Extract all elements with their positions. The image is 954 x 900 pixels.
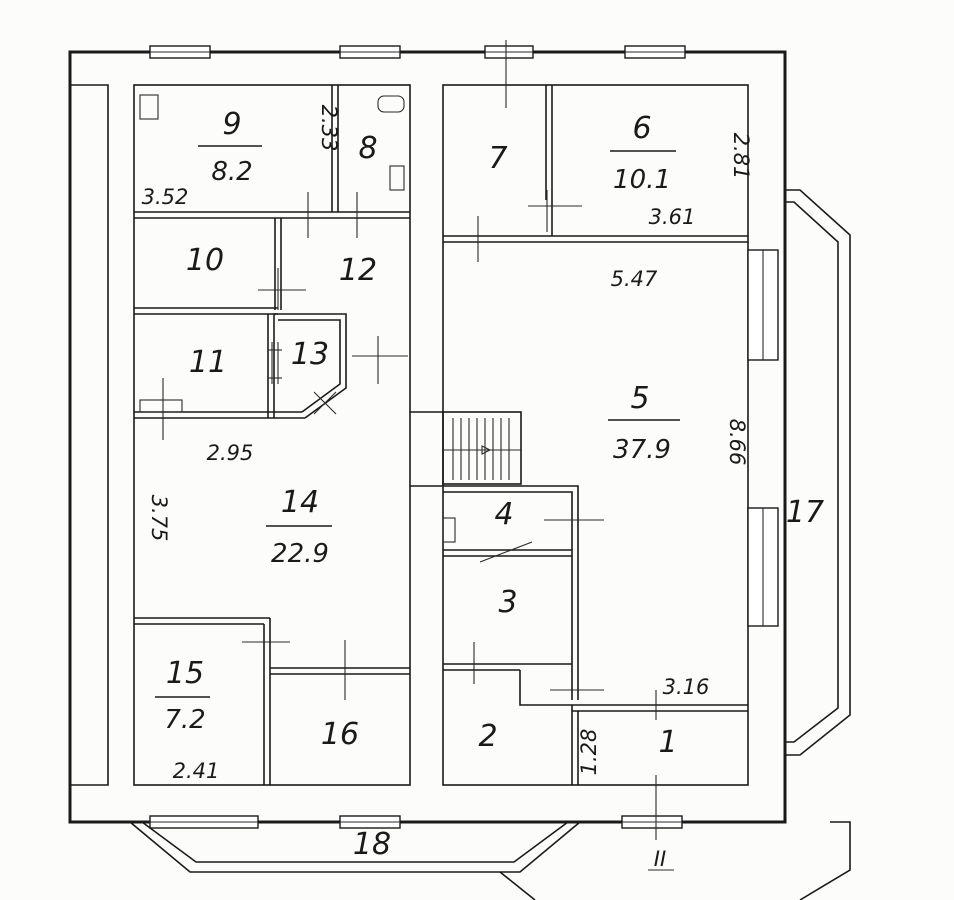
section-label: II bbox=[654, 847, 666, 871]
outer-walls bbox=[68, 50, 787, 824]
fixtures bbox=[139, 94, 456, 543]
room-number-18: 18 bbox=[353, 827, 391, 862]
dimension-room-14-width: 2.95 bbox=[207, 441, 254, 465]
room-number-5: 5 bbox=[630, 381, 649, 416]
staircase bbox=[443, 418, 521, 480]
door-marks bbox=[139, 40, 657, 840]
dimension-room-9-width: 3.52 bbox=[142, 185, 189, 209]
room-number-11: 11 bbox=[189, 345, 227, 380]
room-number-16: 16 bbox=[321, 717, 359, 752]
dimension-room-5-width: 5.47 bbox=[611, 267, 658, 291]
room-number-14: 14 bbox=[281, 485, 319, 520]
room-area-5: 37.9 bbox=[613, 435, 671, 465]
room-area-9: 8.2 bbox=[211, 157, 252, 187]
dimension-room-1-depth: 1.28 bbox=[577, 729, 601, 776]
dimension-room-1-width: 3.16 bbox=[663, 675, 710, 699]
inner-walls bbox=[133, 84, 749, 786]
dimension-room-6-depth: 2.81 bbox=[729, 133, 753, 180]
room-areas: 8.2 10.1 37.9 22.9 7.2 bbox=[164, 157, 671, 735]
room-number-6: 6 bbox=[632, 111, 651, 146]
room-area-15: 7.2 bbox=[164, 705, 205, 735]
room-number-2: 2 bbox=[478, 719, 497, 754]
room-number-3: 3 bbox=[498, 585, 517, 620]
dimension-room-9-depth: 2.33 bbox=[317, 105, 341, 152]
balconies bbox=[129, 189, 851, 900]
dimension-room-15-width: 2.41 bbox=[173, 759, 220, 783]
room-area-6: 10.1 bbox=[613, 165, 671, 195]
room-number-1: 1 bbox=[658, 725, 677, 760]
dimension-room-5-depth: 8.66 bbox=[725, 419, 749, 466]
room-number-7: 7 bbox=[488, 141, 507, 176]
sink-icon bbox=[139, 94, 159, 120]
section-mark: II bbox=[648, 847, 674, 871]
room-number-12: 12 bbox=[339, 253, 377, 288]
dimension-labels: 3.52 2.33 2.81 3.61 5.47 8.66 2.95 3.75 … bbox=[142, 105, 753, 783]
room-number-4: 4 bbox=[494, 497, 513, 532]
room-number-17: 17 bbox=[786, 495, 824, 530]
room-number-9: 9 bbox=[222, 107, 241, 142]
area-bars bbox=[155, 145, 680, 698]
room-number-10: 10 bbox=[186, 243, 224, 278]
room-area-14: 22.9 bbox=[271, 539, 329, 569]
toilet-icon bbox=[389, 165, 405, 191]
dimension-room-6-width: 3.61 bbox=[649, 205, 696, 229]
appliance-icon bbox=[442, 517, 456, 543]
room-number-13: 13 bbox=[291, 337, 329, 372]
windows bbox=[149, 45, 779, 829]
room-number-8: 8 bbox=[358, 131, 377, 166]
room-number-15: 15 bbox=[166, 656, 204, 691]
room-labels: 9 8 7 6 10 12 11 13 5 14 4 3 2 1 15 16 1… bbox=[166, 107, 824, 862]
dimension-room-14-depth: 3.75 bbox=[147, 495, 171, 542]
basin-icon bbox=[377, 95, 405, 113]
